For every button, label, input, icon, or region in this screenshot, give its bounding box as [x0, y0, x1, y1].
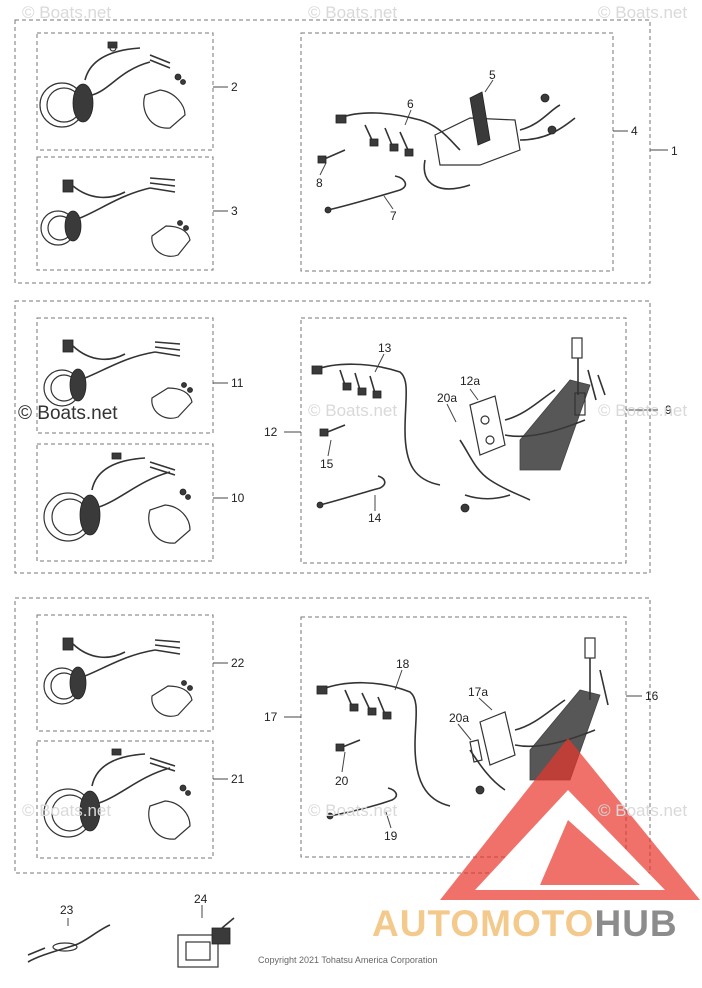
switch-panel-assembly-12 — [311, 337, 606, 513]
watermark-bottom-left: © Boats.net — [22, 801, 112, 820]
callout-8: 8 — [316, 176, 323, 190]
box-gauge-21 — [36, 740, 214, 859]
gauge-bracket-icon — [151, 685, 193, 717]
callout-7: 7 — [390, 209, 397, 223]
gauge-assembly-3 — [40, 177, 191, 257]
watermark-bottom-right: © Boats.net — [598, 801, 688, 820]
group-box-1 — [14, 19, 651, 284]
copyright-text: Copyright 2021 Tohatsu America Corporati… — [258, 955, 438, 965]
group-box-16 — [14, 597, 651, 874]
callout-12: 12 — [264, 425, 278, 439]
throttle-lever-5 — [469, 91, 491, 146]
gauge-bracket-icon — [148, 504, 191, 544]
harness-18 — [319, 681, 451, 807]
harness-19 — [329, 787, 398, 817]
callout-1: 1 — [671, 144, 678, 158]
gauge-bracket-icon — [143, 89, 186, 129]
callout-23: 23 — [60, 903, 74, 917]
harness-6 — [339, 112, 461, 151]
box-remote-4 — [300, 32, 614, 272]
box-gauge-10 — [36, 443, 214, 562]
remote-body — [434, 117, 521, 166]
watermark-mid-right: © Boats.net — [598, 401, 688, 420]
callout-6: 6 — [407, 97, 414, 111]
watermark-top-right: © Boats.net — [598, 3, 688, 22]
box-gauge-3 — [36, 156, 214, 271]
callout-labels: 1 2 3 4 5 6 7 8 9 10 11 12 12a 13 14 15 … — [60, 68, 678, 917]
callout-13: 13 — [378, 341, 392, 355]
watermark-top-left: © Boats.net — [22, 3, 112, 22]
callout-5: 5 — [489, 68, 496, 82]
harness-7 — [327, 175, 407, 211]
callout-12a: 12a — [460, 374, 480, 388]
callout-20a-top: 20a — [437, 391, 457, 405]
gauge-bracket-icon — [151, 387, 193, 419]
brand-part-2: HUB — [594, 903, 678, 944]
switch-panel-assembly-17 — [316, 637, 609, 820]
brand-logo-icon — [440, 738, 700, 900]
callout-17: 17 — [264, 710, 278, 724]
gauge-assembly-2 — [39, 41, 186, 129]
watermark-bottom-center: © Boats.net — [308, 801, 398, 820]
box-gauge-2 — [36, 32, 214, 151]
callout-24: 24 — [194, 892, 208, 906]
callout-19: 19 — [384, 829, 398, 843]
watermark-top-center: © Boats.net — [308, 3, 398, 22]
callout-3: 3 — [231, 204, 238, 218]
box-gauge-22 — [36, 614, 214, 732]
harness-13 — [314, 363, 441, 486]
switch-part-24 — [177, 917, 235, 968]
brand-wordmark: AUTOMOTOHUB — [372, 903, 678, 945]
wire-part-23 — [27, 924, 111, 963]
box-panel-12 — [300, 317, 627, 564]
callout-9: 9 — [665, 403, 672, 417]
watermark-mid-center: © Boats.net — [308, 401, 398, 420]
callout-22: 22 — [231, 656, 245, 670]
gauge-assembly-10 — [43, 452, 191, 544]
callout-15: 15 — [320, 457, 334, 471]
leader-lines — [67, 79, 668, 926]
callout-11: 11 — [231, 376, 244, 390]
switch-plate-12a — [469, 395, 506, 456]
box-panel-17 — [300, 616, 627, 858]
callout-20a-bottom: 20a — [449, 711, 469, 725]
gauge-assembly-21 — [43, 748, 191, 840]
watermark-mid-left: © Boats.net — [18, 403, 118, 424]
box-gauge-11 — [36, 317, 214, 434]
callout-10: 10 — [231, 491, 245, 505]
brand-part-1: AUTOMOTO — [372, 903, 595, 944]
gauge-assembly-11 — [43, 339, 193, 419]
callout-17a: 17a — [468, 685, 488, 699]
gauge-bracket-icon — [151, 225, 191, 257]
callout-21: 21 — [231, 772, 245, 786]
callout-2: 2 — [231, 80, 238, 94]
gauge-bracket-icon — [148, 800, 191, 840]
callout-4: 4 — [631, 124, 638, 138]
switch-plate-17a — [479, 711, 516, 766]
callout-18: 18 — [396, 657, 410, 671]
gauge-assembly-22 — [43, 637, 193, 717]
harness-14 — [319, 475, 386, 506]
remote-control-assembly — [317, 91, 576, 214]
callout-14: 14 — [368, 511, 382, 525]
clip-20a — [469, 739, 483, 763]
callout-20: 20 — [335, 774, 349, 788]
callout-16: 16 — [645, 689, 659, 703]
group-box-9 — [14, 300, 651, 574]
